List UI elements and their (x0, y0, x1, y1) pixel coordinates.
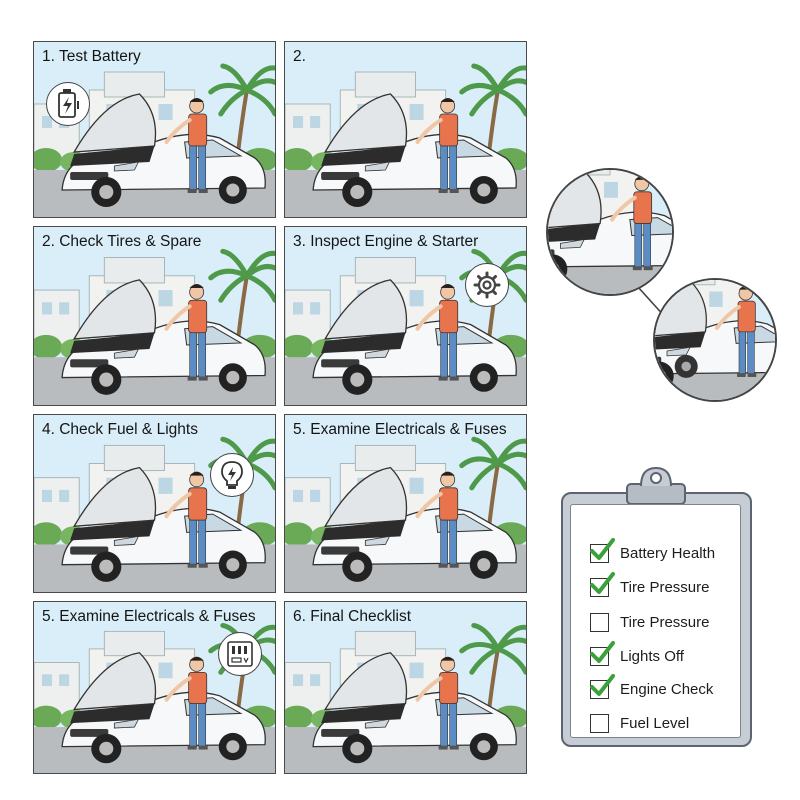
panel-title: 5. Examine Electricals & Fuses (42, 608, 256, 625)
checklist-item-label: Lights Off (620, 647, 684, 665)
checklist-item-label: Tire Pressure (620, 613, 710, 631)
scene-illustration (285, 602, 526, 773)
checkbox[interactable] (590, 673, 615, 699)
panel-title: 1. Test Battery (42, 48, 141, 65)
checklist-item-label: Tire Pressure (620, 578, 710, 596)
battery-icon (46, 82, 90, 126)
checklist-item[interactable]: Tire Pressure (590, 571, 710, 600)
checklist-item[interactable]: Lights Off (590, 640, 684, 669)
scene-illustration (285, 227, 526, 405)
clipboard-clip (626, 466, 686, 505)
panel-title: 4. Check Fuel & Lights (42, 421, 198, 438)
step-panel-5: 4. Check Fuel & Lights (33, 414, 276, 593)
fuse-box-icon (218, 632, 262, 676)
scene-illustration (34, 227, 275, 405)
checkmark-icon (590, 640, 615, 663)
scene-illustration (34, 602, 275, 773)
step-panel-4: 3. Inspect Engine & Starter (284, 226, 527, 406)
scene-illustration (285, 415, 526, 592)
step-panel-3: 2. Check Tires & Spare (33, 226, 276, 406)
zoom-detail-engine (546, 168, 674, 296)
step-panel-8: 6. Final Checklist (284, 601, 527, 774)
gear-icon (465, 263, 509, 307)
panel-title: 5. Examine Electricals & Fuses (293, 421, 507, 438)
checkbox[interactable] (590, 537, 615, 563)
checklist-item-label: Battery Health (620, 544, 716, 562)
checklist-item-label: Engine Check (620, 680, 714, 698)
lightbulb-icon (210, 453, 254, 497)
zoom-detail-tire (653, 278, 777, 402)
scene-illustration (285, 42, 526, 217)
checkbox[interactable] (590, 713, 609, 733)
checkbox[interactable] (590, 571, 615, 597)
scene-illustration (34, 42, 275, 217)
scene-illustration (34, 415, 275, 592)
checklist-paper: Battery Health Tire Pressure Tire Pressu… (570, 504, 741, 738)
step-panel-1: 1. Test Battery (33, 41, 276, 218)
checkmark-icon (590, 673, 615, 696)
checkbox[interactable] (590, 612, 609, 632)
panel-title: 2. Check Tires & Spare (42, 233, 202, 250)
panel-title: 2. (293, 48, 306, 65)
checklist-clipboard: Battery Health Tire Pressure Tire Pressu… (561, 466, 752, 747)
checklist-item[interactable]: Engine Check (590, 673, 714, 702)
checkbox[interactable] (590, 640, 615, 666)
checkmark-icon (590, 537, 615, 560)
checklist-item[interactable]: Battery Health (590, 537, 716, 566)
checkmark-icon (590, 571, 615, 594)
checklist-item[interactable]: Tire Pressure (590, 609, 709, 635)
step-panel-2: 2. (284, 41, 527, 218)
step-panel-6: 5. Examine Electricals & Fuses (284, 414, 527, 593)
panel-title: 6. Final Checklist (293, 608, 412, 625)
step-panel-7: 5. Examine Electricals & Fuses (33, 601, 276, 774)
checklist-item-label: Fuel Level (620, 714, 690, 732)
checklist-item[interactable]: Fuel Level (590, 710, 689, 736)
panel-title: 3. Inspect Engine & Starter (293, 233, 479, 250)
